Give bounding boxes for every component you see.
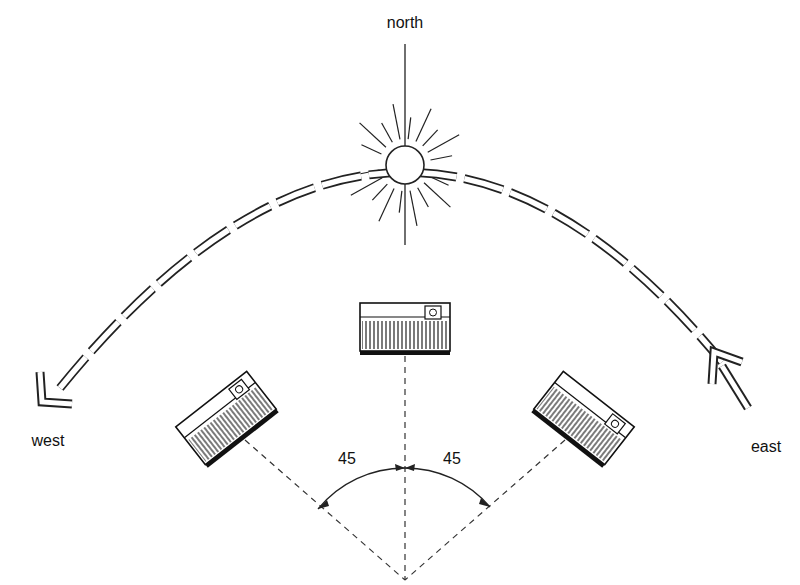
orientation-lines: [245, 356, 565, 580]
east-arrow-tail-inner: [722, 366, 748, 408]
direction-label: north: [385, 14, 425, 32]
angle-arc-left: [318, 468, 405, 509]
east-arrow-tail: [722, 366, 748, 408]
sun-ray: [431, 156, 453, 160]
direction-label: east: [749, 438, 783, 456]
angle-arc-right: [405, 468, 490, 507]
north-line: [404, 44, 405, 245]
sun-rays: [351, 104, 459, 226]
solar-panel-west: [176, 371, 278, 466]
solar-panel-east: [533, 371, 635, 466]
sun-path-arc: [60, 172, 722, 388]
west-arrowhead: [40, 372, 72, 404]
sun-ray: [393, 104, 400, 139]
sun-path-arc-inner: [60, 172, 722, 388]
solar-panel-north: [360, 303, 450, 353]
sun-ray: [410, 191, 417, 226]
angle-label: 45: [336, 450, 358, 468]
sun-ray: [418, 188, 429, 207]
sun-ray: [372, 184, 387, 200]
west-arrowhead-inner: [40, 372, 72, 404]
sun-ray: [382, 123, 393, 142]
angle-arrowheads: [318, 464, 490, 509]
sun-ray: [360, 123, 386, 147]
direction-label: west: [30, 432, 67, 450]
angle-label: 45: [441, 450, 463, 468]
sun-ray: [423, 130, 438, 146]
sun-ray: [361, 145, 381, 154]
sun-ray: [399, 191, 402, 213]
sun-ray: [379, 189, 394, 222]
sun: [386, 146, 424, 184]
sun-ray: [428, 135, 459, 153]
sun-ray: [416, 109, 431, 142]
sun-ray: [408, 117, 411, 139]
sun-ray: [424, 183, 450, 207]
